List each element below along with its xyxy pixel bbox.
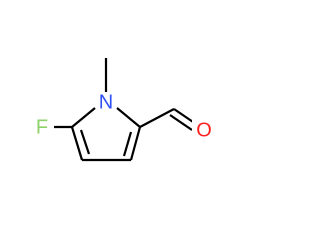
nitrogen-label: N: [99, 91, 113, 113]
bond-c2-c3-inner: [122, 131, 133, 157]
atom-nitrogen: N: [98, 91, 114, 113]
bond-n-c2: [116, 107, 141, 128]
fluorine-label: F: [36, 116, 48, 138]
bond-c2-cho: [139, 108, 175, 128]
molecule-structure: N F O: [33, 58, 216, 162]
bond-c4-c5-single: [70, 126, 84, 161]
atom-oxygen: O: [192, 119, 216, 142]
oxygen-label: O: [196, 119, 212, 141]
bond-n-c5: [71, 107, 96, 128]
molecule-canvas: N F O: [33, 58, 216, 162]
bond-c-o-double-b: [169, 114, 193, 131]
bond-c2-c3: [129, 126, 142, 161]
atom-fluorine: F: [33, 116, 51, 138]
bond-c4-c5-inner: [79, 129, 91, 155]
